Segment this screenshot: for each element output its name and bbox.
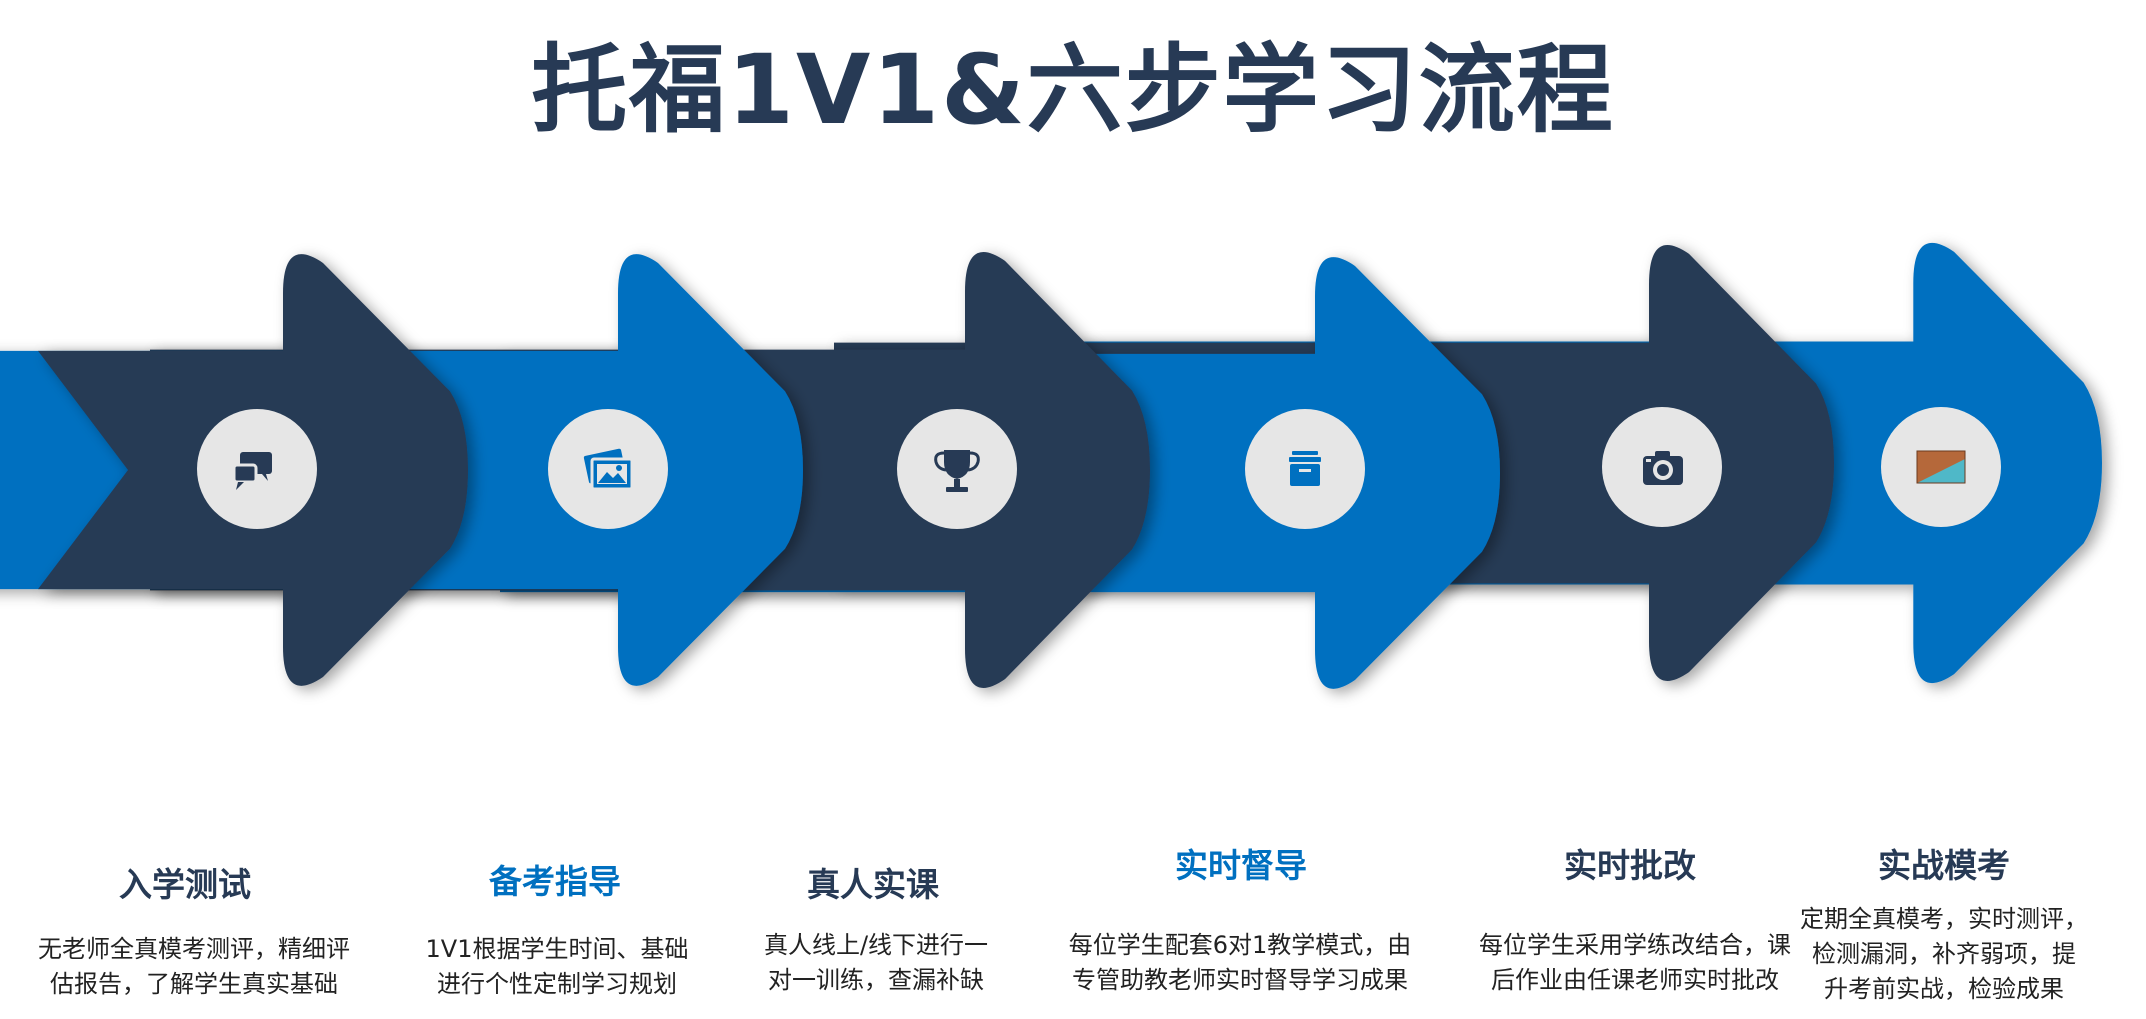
step-icon-5 (1602, 407, 1722, 527)
step-desc-4-line-1: 每位学生配套6对1教学模式，由 (1068, 931, 1412, 959)
step-desc-3-line-2: 对一训练，查漏补缺 (768, 965, 984, 994)
step-icon-6 (1881, 407, 2001, 527)
step-desc-6-line-3: 升考前实战，检验成果 (1824, 974, 2064, 1003)
page-title: 托福1V1&六步学习流程 (531, 34, 1615, 146)
step-title-2: 备考指导 (489, 862, 621, 901)
step-icon-2 (548, 409, 668, 529)
step-title-4: 实时督导 (1175, 846, 1307, 885)
camera-icon (1643, 451, 1683, 485)
step-title-6: 实战模考 (1878, 846, 2010, 885)
step-desc-5-line-1: 每位学生采用学练改结合，课 (1479, 931, 1791, 959)
step-desc-1: 无老师全真模考测评，精细评 估报告，了解学生真实基础 (14, 932, 374, 1002)
step-desc-2: 1V1根据学生时间、基础 进行个性定制学习规划 (377, 932, 737, 1002)
step-desc-6: 定期全真模考，实时测评， 检测漏洞，补齐弱项，提 升考前实战，检验成果 (1774, 902, 2114, 1006)
step-title-5: 实时批改 (1564, 846, 1696, 885)
toefl-ticket-icon (1916, 450, 1966, 484)
step-desc-4: 每位学生配套6对1教学模式，由 专管助教老师实时督导学习成果 (1000, 928, 1480, 998)
step-desc-6-line-1: 定期全真模考，实时测评， (1800, 905, 2088, 933)
step-title-3: 真人实课 (807, 865, 939, 904)
step-desc-3-line-1: 真人线上/线下进行一 (763, 931, 989, 959)
step-title-1: 入学测试 (119, 865, 251, 904)
step-desc-2-line-2: 进行个性定制学习规划 (437, 969, 677, 998)
archive-box-icon (1289, 451, 1321, 486)
step-desc-6-line-2: 检测漏洞，补齐弱项，提 (1812, 939, 2076, 968)
pictures-icon (583, 448, 634, 491)
step-icon-1 (197, 409, 317, 529)
step-desc-5-line-2: 后作业由任课老师实时批改 (1491, 965, 1779, 994)
trophy-icon (934, 450, 980, 492)
step-icon-4 (1245, 409, 1365, 529)
step-desc-2-line-1: 1V1根据学生时间、基础 (425, 935, 689, 963)
step-icon-3 (897, 409, 1017, 529)
step-desc-4-line-2: 专管助教老师实时督导学习成果 (1072, 965, 1408, 994)
step-desc-1-line-1: 无老师全真模考测评，精细评 (38, 935, 350, 963)
step-desc-3: 真人线上/线下进行一 对一训练，查漏补缺 (696, 928, 1056, 998)
step-desc-1-line-2: 估报告，了解学生真实基础 (50, 969, 338, 998)
step-desc-5: 每位学生采用学练改结合，课 后作业由任课老师实时批改 (1435, 928, 1835, 998)
chat-bubbles-icon (232, 452, 272, 490)
